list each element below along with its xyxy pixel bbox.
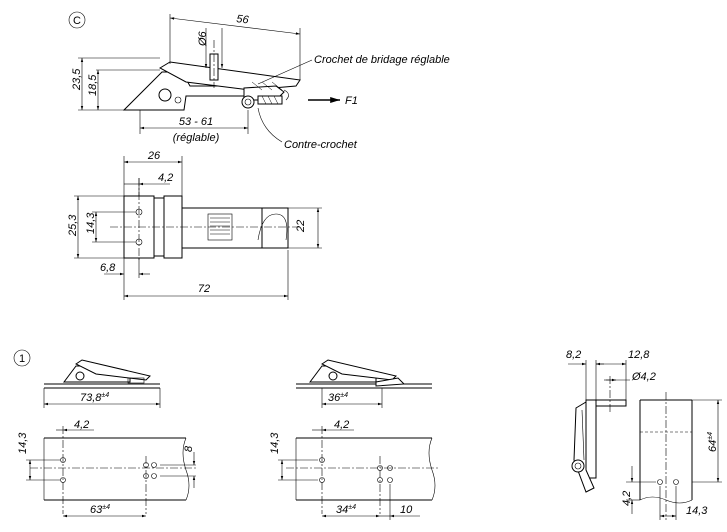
dim-adjustable-range: 53 - 61 (réglable) [139, 110, 249, 144]
svg-text:36±4: 36±4 [328, 392, 348, 404]
dim-hole-offset: 4,2 [124, 172, 173, 196]
mount-b-side: 36±4 [296, 359, 432, 408]
force-arrow: F1 [308, 95, 358, 107]
svg-text:56: 56 [236, 13, 250, 27]
svg-text:14,3: 14,3 [686, 505, 708, 517]
svg-text:Ø6: Ø6 [197, 30, 209, 47]
svg-text:4,2: 4,2 [74, 419, 89, 431]
svg-text:63±4: 63±4 [90, 504, 110, 516]
dim-hinge-width: 26 [123, 150, 183, 196]
svg-text:53 - 61: 53 - 61 [179, 116, 213, 128]
svg-text:14,3: 14,3 [269, 432, 281, 454]
dim-base-offset: 6,8 [100, 258, 150, 300]
svg-text:Contre-crochet: Contre-crochet [284, 139, 358, 151]
mount-b-top [286, 426, 440, 514]
svg-text:25,3: 25,3 [67, 214, 79, 237]
svg-text:4,2: 4,2 [334, 419, 349, 431]
mount-c-front: 64±4 4,2 14,3 [621, 392, 722, 520]
dim-pin-diameter: Ø6 [197, 28, 224, 68]
svg-text:22: 22 [295, 220, 307, 233]
svg-text:4,2: 4,2 [158, 172, 173, 184]
dim-height-total: 23,5 [71, 57, 160, 111]
svg-text:6,8: 6,8 [100, 262, 116, 274]
dim-total-width: 25,3 [67, 195, 124, 259]
svg-text:8,2: 8,2 [566, 349, 581, 361]
svg-text:F1: F1 [345, 95, 358, 107]
dim-height-pivot: 18,5 [87, 69, 160, 110]
dim-length-56: 56 [169, 13, 301, 80]
mount-c-side: 8,2 12,8 Ø4,2 [566, 349, 656, 493]
svg-text:72: 72 [198, 283, 210, 295]
mount-a-top [30, 426, 196, 514]
svg-text:34±4: 34±4 [336, 504, 356, 516]
svg-text:8: 8 [183, 445, 195, 452]
top-view-latch [110, 178, 300, 262]
svg-text:10: 10 [400, 504, 413, 516]
svg-text:1: 1 [19, 353, 25, 365]
callout-adjustable-hook: Crochet de bridage réglable [257, 54, 450, 85]
mount-a-dims: 14,3 4,2 8 63±4 [17, 419, 196, 518]
svg-text:12,8: 12,8 [628, 349, 650, 361]
section-1-marker: 1 [13, 349, 31, 367]
svg-text:4,2: 4,2 [621, 491, 633, 506]
dim-hole-spacing: 14,3 [85, 211, 136, 243]
dim-hook-width: 22 [288, 207, 322, 249]
svg-text:Ø4,2: Ø4,2 [631, 371, 656, 383]
svg-text:23,5: 23,5 [71, 68, 83, 91]
section-c-marker: C [68, 11, 86, 29]
svg-text:18,5: 18,5 [87, 74, 99, 96]
svg-text:Crochet de bridage réglable: Crochet de bridage réglable [314, 54, 450, 66]
svg-text:73,8±4: 73,8±4 [80, 392, 109, 404]
svg-text:64±4: 64±4 [707, 432, 719, 452]
svg-text:(réglable): (réglable) [173, 132, 220, 144]
svg-text:14,3: 14,3 [85, 212, 97, 234]
svg-text:26: 26 [147, 150, 161, 162]
svg-text:14,3: 14,3 [17, 432, 29, 454]
svg-text:C: C [73, 15, 81, 27]
side-view-latch [122, 40, 301, 111]
callout-counter-hook: Contre-crochet [257, 107, 358, 151]
mount-b-dims: 14,3 4,2 34±4 10 [269, 419, 420, 520]
mount-a-side: 73,8±4 [43, 359, 161, 408]
dim-total-length: 72 [123, 250, 289, 300]
